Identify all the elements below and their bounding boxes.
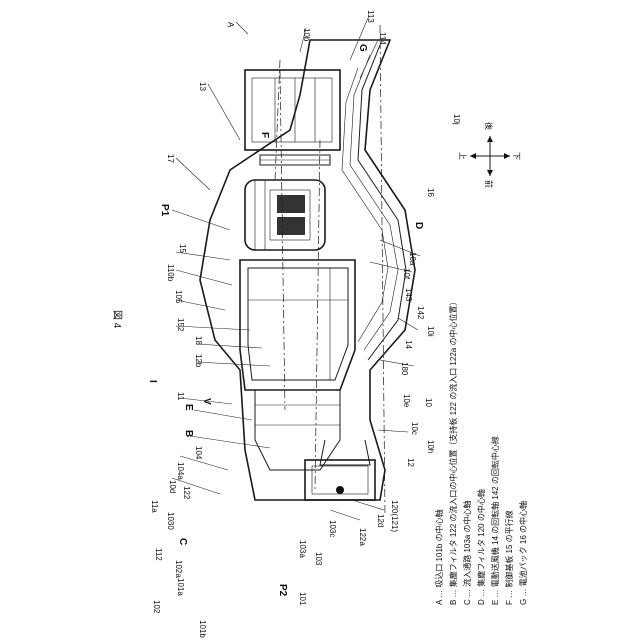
ref-102: 102 (152, 600, 161, 614)
legend-F: F … 制御基板 15 の平行線 (504, 510, 514, 605)
legend-E: E … 電動送風機 14 の回転軸 142 の回転中心線 (490, 436, 500, 605)
ref-14: 14 (404, 340, 413, 349)
ref-101a: 101a (176, 578, 185, 596)
legend-C: C … 流入通路 103a の中心軸 (462, 501, 472, 605)
ref-10i: 10i (426, 326, 435, 337)
dir-down: 下 (512, 152, 521, 160)
ref-18: 18 (194, 336, 203, 345)
ref-113: 113 (366, 10, 375, 23)
ref-10b: 10b (302, 28, 311, 42)
drawing-rotated (200, 25, 415, 515)
legend-A: A … 吸込口 101b の中心軸 (434, 509, 444, 605)
ref-G: G (357, 44, 368, 52)
figure-title: 図 4 (111, 310, 123, 329)
ref-122: 122 (182, 486, 191, 500)
ref-143: 143 (404, 288, 413, 302)
dust-container (240, 260, 355, 390)
axis-a (380, 25, 385, 515)
dir-back: 後 (484, 122, 494, 130)
ref-10a: 10a (408, 252, 417, 266)
point-p2 (336, 486, 344, 494)
ref-142: 142 (416, 306, 425, 320)
ref-12d: 12d (376, 514, 385, 527)
ref-V: V (201, 398, 212, 405)
ref-D: D (413, 222, 424, 229)
ref-122a: 122a (358, 528, 367, 546)
ref-104: 104 (194, 446, 203, 460)
handle-inner (350, 55, 398, 350)
ref-101: 101 (298, 592, 307, 606)
blower-housing (245, 180, 325, 250)
axis-e (315, 140, 320, 490)
ref-13: 13 (198, 82, 207, 91)
ref-B: B (183, 430, 194, 437)
dir-up: 上 (458, 152, 467, 160)
ref-1030: 1030 (166, 512, 175, 530)
ref-10c: 10c (410, 422, 419, 435)
blower-rotor-2 (277, 217, 305, 235)
legend: A … 吸込口 101b の中心軸 B … 集塵フィルタ 122 の流入口の中心… (434, 298, 528, 605)
legend-B: B … 集塵フィルタ 122 の流入口の中心位置（支持板 122 の流入口 12… (448, 298, 458, 605)
legend-D: D … 集塵フィルタ 120 の中心軸 (476, 489, 486, 605)
ref-110b: 110b (166, 264, 175, 282)
ref-112: 112 (154, 548, 163, 561)
ref-101b: 101b (198, 620, 207, 638)
ref-E: E (183, 404, 194, 411)
ref-103a: 103a (298, 540, 307, 558)
blower-rotor-1 (277, 195, 305, 213)
ref-I: I (147, 380, 158, 383)
ref-180: 180 (400, 362, 409, 376)
ref-103: 103 (314, 552, 323, 566)
ref-10d: 10d (168, 480, 177, 493)
ref-10e: 10e (402, 394, 411, 408)
ref-105: 105 (174, 290, 183, 304)
ref-10h: 10h (426, 440, 435, 453)
ref-A: A (226, 22, 235, 28)
ref-11: 11 (176, 392, 185, 401)
ref-P1: P1 (159, 204, 170, 217)
ref-12: 12 (406, 458, 415, 467)
ref-102a: 102a (174, 560, 183, 578)
ref-12b: 12b (194, 354, 203, 368)
ref-11a: 11a (150, 500, 159, 513)
reference-labels: A 10b 113 G 114 10j 13 F 17 P1 D 16 15 1… (147, 10, 461, 638)
ref-103c: 103c (328, 520, 337, 537)
inflow-duct (320, 440, 370, 465)
ref-C: C (177, 538, 188, 545)
support-plate (255, 390, 340, 470)
ref-104a: 104a (176, 462, 185, 480)
filter (248, 268, 348, 380)
ref-17: 17 (166, 154, 175, 163)
ref-152: 152 (176, 318, 185, 332)
ref-10j-top: 10j (452, 114, 461, 125)
ref-10: 10 (424, 398, 433, 407)
ref-15: 15 (178, 244, 187, 253)
ref-10f: 10f (402, 268, 411, 280)
direction-indicator: 上 下 後 前 (458, 122, 521, 188)
ref-F: F (259, 132, 270, 138)
ref-16: 16 (426, 188, 435, 197)
legend-G: G … 電池パック 16 の中心軸 (518, 501, 528, 605)
dir-front: 前 (484, 180, 494, 188)
ref-P2: P2 (277, 584, 288, 597)
ref-120-121: 120(121) (390, 500, 399, 532)
ref-114: 114 (378, 32, 387, 45)
